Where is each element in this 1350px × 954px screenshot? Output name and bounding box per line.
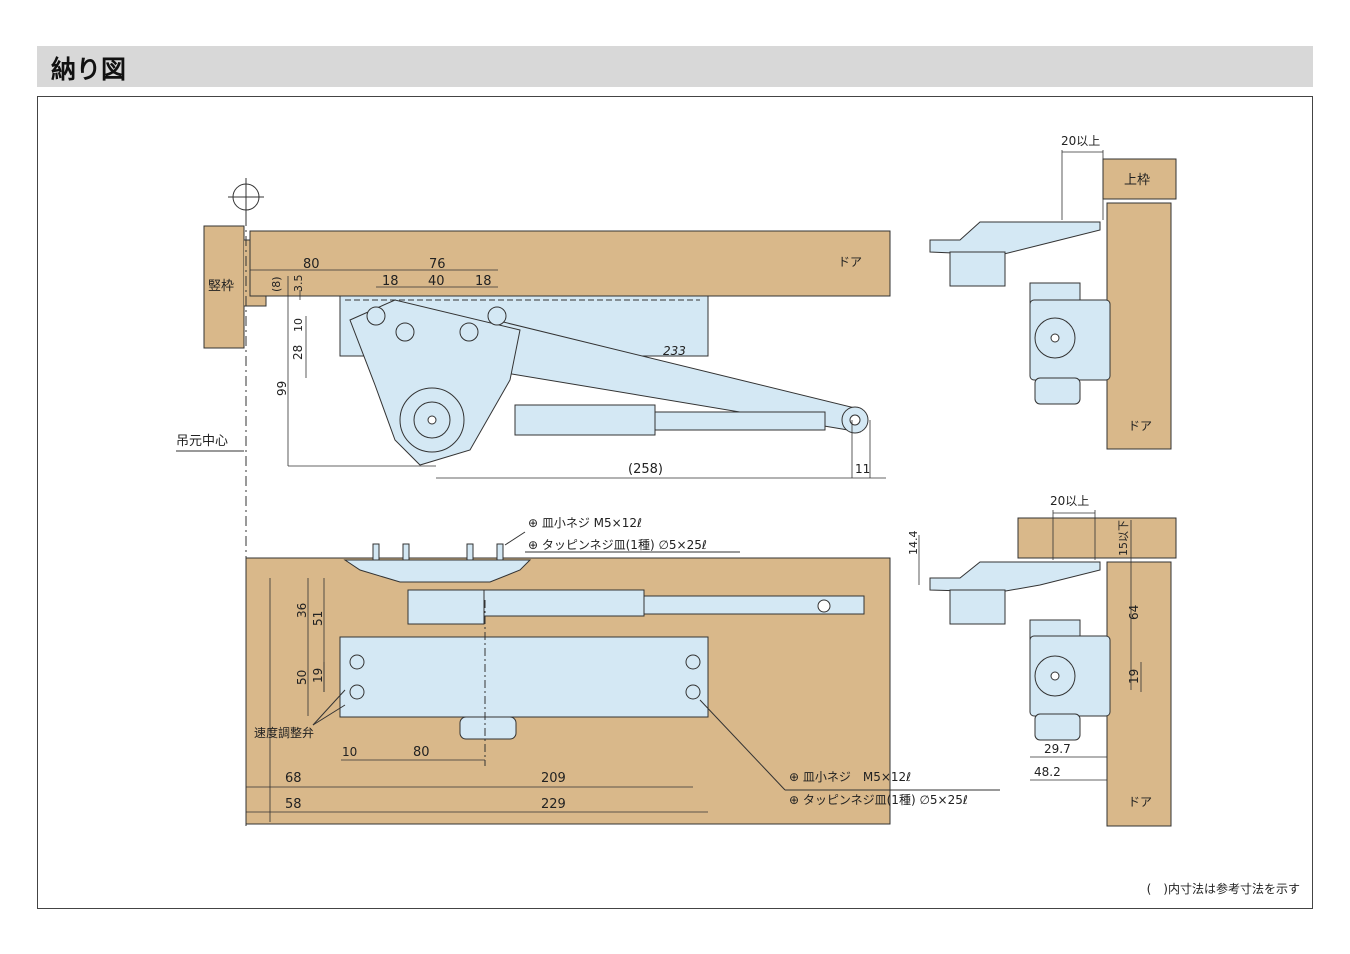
title-bar: 納り図 bbox=[37, 46, 1313, 87]
bottom-elevation-view: 36 51 50 19 10 80 68 209 58 229 速度調整弁 ⊕ … bbox=[245, 516, 1000, 825]
dim-bottom-58: 58 bbox=[285, 797, 302, 812]
dim-top-40: 40 bbox=[428, 274, 445, 289]
top-frame-block bbox=[1102, 158, 1177, 200]
screw-label-2: ⊕ タッピンネジ皿(1種) ∅5×25ℓ bbox=[528, 538, 707, 552]
dim-bottom-51: 51 bbox=[311, 611, 325, 626]
footnote: ( )内寸法は参考寸法を示す bbox=[1146, 882, 1300, 896]
screw-label-3: ⊕ 皿小ネジ M5×12ℓ bbox=[789, 770, 911, 784]
closer-body-front bbox=[339, 636, 709, 718]
door-side-upper bbox=[1106, 202, 1172, 450]
dim-top-18b: 18 bbox=[475, 274, 492, 289]
dim-bottom-229: 229 bbox=[541, 797, 566, 812]
dim-side-64: 64 bbox=[1127, 605, 1141, 620]
dim-top-258: (258) bbox=[628, 462, 663, 477]
dim-side-29-7: 29.7 bbox=[1044, 742, 1071, 756]
dim-side-15: 15以下 bbox=[1117, 520, 1130, 556]
dim-bottom-36: 36 bbox=[295, 603, 309, 618]
top-plan-view: 竪枠 ドア 吊元中心 bbox=[176, 178, 891, 830]
dim-bottom-68: 68 bbox=[285, 771, 302, 786]
jamb-block bbox=[203, 225, 245, 349]
dim-top-76: 76 bbox=[429, 257, 446, 272]
hinge-center-label: 吊元中心 bbox=[176, 434, 228, 449]
dim-top-11: 11 bbox=[855, 462, 870, 476]
door-label-side2: ドア bbox=[1128, 795, 1152, 809]
link-assembly bbox=[349, 299, 521, 466]
side-view-lower: ドア 20以上 14.4 15以下 64 19 29.7 48.2 bbox=[907, 494, 1177, 827]
dim-side-19: 19 bbox=[1127, 669, 1141, 684]
dim-top-99: 99 bbox=[275, 381, 289, 396]
drawing-frame bbox=[37, 96, 1313, 909]
dim-top-233: 233 bbox=[663, 344, 686, 358]
dim-top-10: 10 bbox=[292, 318, 305, 332]
dim-bottom-10: 10 bbox=[342, 745, 357, 759]
door-top bbox=[249, 230, 891, 297]
dim-side-20a: 20以上 bbox=[1061, 134, 1100, 148]
dim-bottom-19: 19 bbox=[311, 668, 325, 683]
speed-valve-label: 速度調整弁 bbox=[254, 725, 314, 740]
door-label-side1: ドア bbox=[1128, 419, 1152, 433]
dim-top-3-5: 3.5 bbox=[292, 275, 305, 293]
top-frame-label: 上枠 bbox=[1124, 173, 1150, 188]
dim-side-20b: 20以上 bbox=[1050, 494, 1089, 508]
dim-side-14-4: 14.4 bbox=[907, 531, 920, 556]
dim-bottom-209: 209 bbox=[541, 771, 566, 786]
bracket bbox=[343, 559, 532, 583]
jamb-label: 竪枠 bbox=[208, 279, 234, 294]
dim-bottom-80: 80 bbox=[413, 745, 430, 760]
dim-top-8: (8) bbox=[270, 276, 283, 292]
page-title: 納り図 bbox=[51, 55, 127, 84]
door-label-top: ドア bbox=[838, 255, 862, 269]
dim-top-80: 80 bbox=[303, 257, 320, 272]
dim-side-48-2: 48.2 bbox=[1034, 765, 1061, 779]
dim-top-28: 28 bbox=[291, 345, 305, 360]
screw-label-4: ⊕ タッピンネジ皿(1種) ∅5×25ℓ bbox=[789, 793, 968, 807]
screw-label-1: ⊕ 皿小ネジ M5×12ℓ bbox=[528, 516, 642, 530]
dim-top-18a: 18 bbox=[382, 274, 399, 289]
door-side-lower bbox=[1106, 561, 1172, 827]
side-view-upper: 上枠 ドア 20以上 bbox=[929, 134, 1177, 450]
dim-bottom-50: 50 bbox=[295, 670, 309, 685]
